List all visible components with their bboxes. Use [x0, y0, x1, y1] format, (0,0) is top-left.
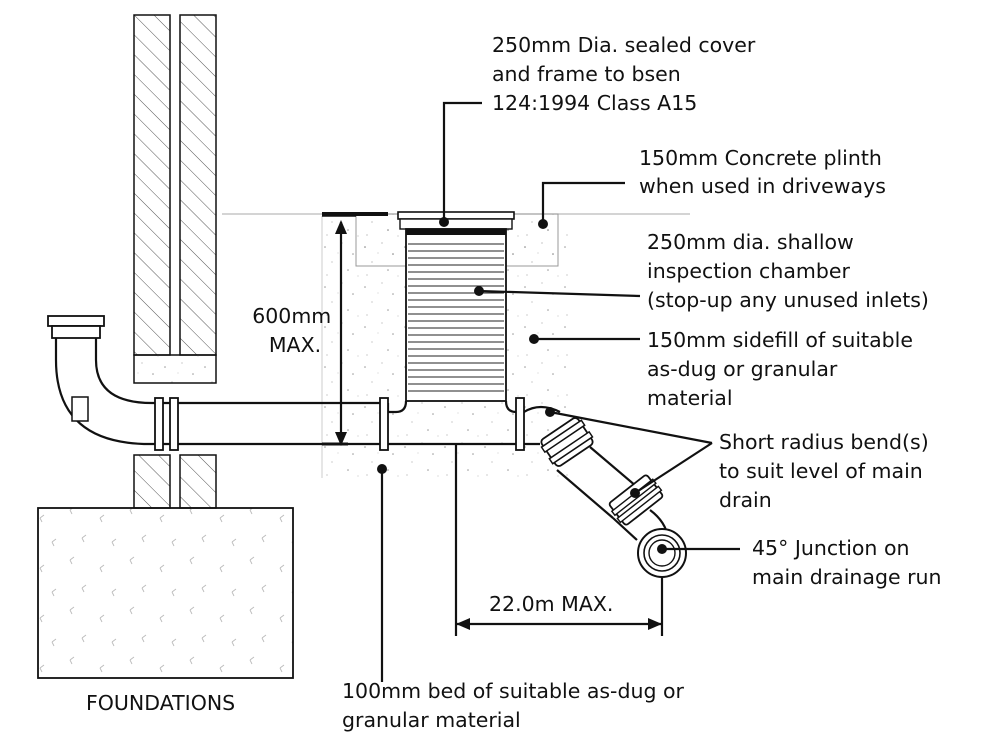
- leader-bend: [545, 407, 713, 498]
- wall-lower: [133, 454, 217, 509]
- label-bend: Short radius bend(s) to suit level of ma…: [719, 430, 935, 512]
- label-foundations: FOUNDATIONS: [86, 691, 235, 715]
- label-plinth: 150mm Concrete plinth when used in drive…: [639, 146, 888, 198]
- distance-dimension: [454, 444, 664, 636]
- depth-dimension: [322, 215, 356, 446]
- leader-bed: [377, 464, 387, 682]
- leader-sidefill: [529, 334, 640, 344]
- label-cover: 250mm Dia. sealed cover and frame to bse…: [492, 33, 762, 115]
- label-distance: 22.0m MAX.: [489, 592, 613, 616]
- label-chamber: 250mm dia. shallow inspection chamber (s…: [647, 230, 929, 312]
- wall-upper: [133, 14, 217, 384]
- leader-junction: [657, 544, 740, 554]
- rest-bend: [47, 315, 153, 446]
- leader-chamber: [474, 286, 641, 298]
- label-junction: 45° Junction on main drainage run: [752, 536, 942, 589]
- horizontal-pipe: [152, 397, 540, 451]
- label-sidefill: 150mm sidefill of suitable as-dug or gra…: [647, 328, 920, 410]
- inspection-chamber: [388, 228, 522, 414]
- label-bed: 100mm bed of suitable as-dug or granular…: [342, 679, 691, 732]
- label-depth: 600mm MAX.: [252, 304, 338, 357]
- leader-plinth: [538, 181, 625, 229]
- leader-cover: [439, 101, 482, 227]
- foundation-block: [37, 507, 294, 679]
